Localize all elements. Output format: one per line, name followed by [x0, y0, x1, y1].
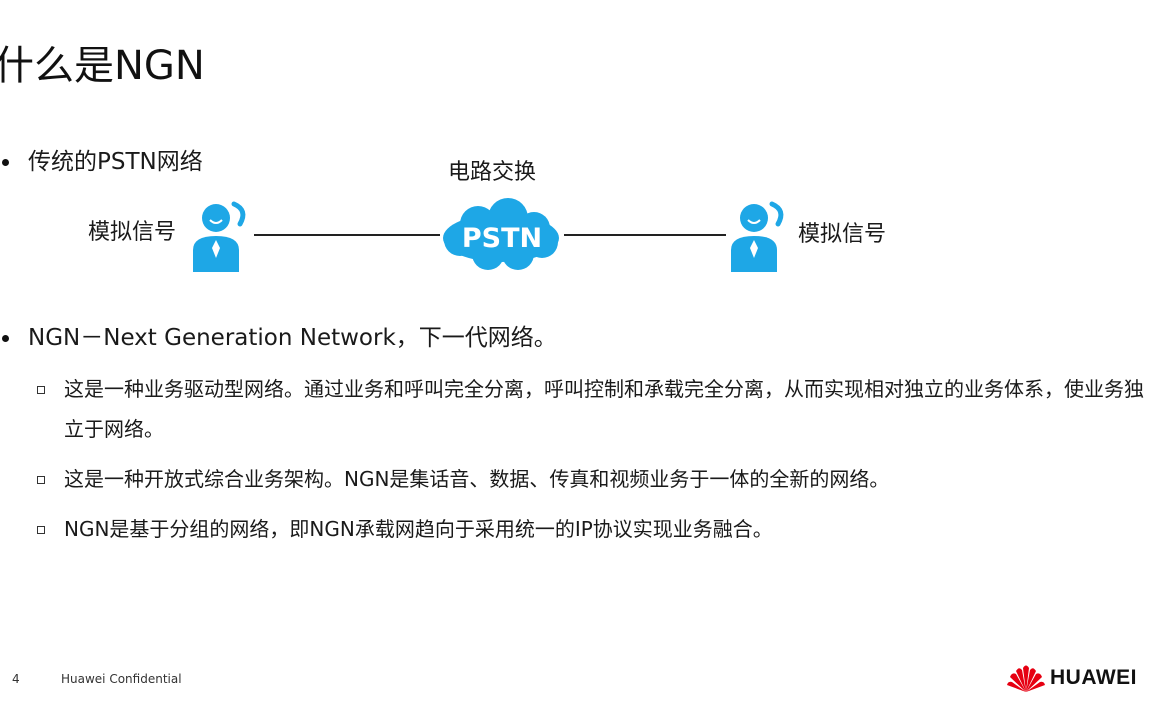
pstn-cloud-icon: PSTN	[443, 198, 559, 270]
bullet-dot	[2, 159, 9, 166]
sub-bullet-marker	[37, 526, 45, 534]
sub-bullet-service-driven: 这是一种业务驱动型网络。通过业务和呼叫完全分离，呼叫控制和承载完全分离，从而实现…	[64, 377, 1144, 441]
page-title: 什么是NGN	[0, 43, 205, 89]
confidential-label: Huawei Confidential	[61, 672, 182, 686]
sub-bullet-marker	[37, 386, 45, 394]
huawei-logo-icon	[1007, 665, 1045, 692]
page-number: 4	[12, 672, 20, 686]
sub-bullet-open-architecture: 这是一种开放式综合业务架构。NGN是集话音、数据、传真和视频业务于一体的全新的网…	[64, 467, 890, 491]
connector-line-right	[564, 234, 726, 236]
sub-bullet-packet-based: NGN是基于分组的网络，即NGN承载网趋向于采用统一的IP协议实现业务融合。	[64, 517, 773, 541]
caller-left-icon	[193, 201, 246, 272]
caller-right-icon	[731, 201, 784, 272]
circuit-switching-label: 电路交换	[448, 160, 537, 185]
right-analog-signal-label: 模拟信号	[798, 222, 887, 247]
connector-line-left	[254, 234, 440, 236]
bullet-ngn: NGN－Next Generation Network，下一代网络。	[28, 325, 557, 351]
pstn-cloud-label: PSTN	[462, 223, 542, 254]
bullet-pstn: 传统的PSTN网络	[28, 149, 203, 175]
bullet-dot	[2, 335, 9, 342]
left-analog-signal-label: 模拟信号	[88, 220, 177, 245]
sub-bullet-marker	[37, 476, 45, 484]
huawei-brand-text: HUAWEI	[1050, 666, 1137, 689]
